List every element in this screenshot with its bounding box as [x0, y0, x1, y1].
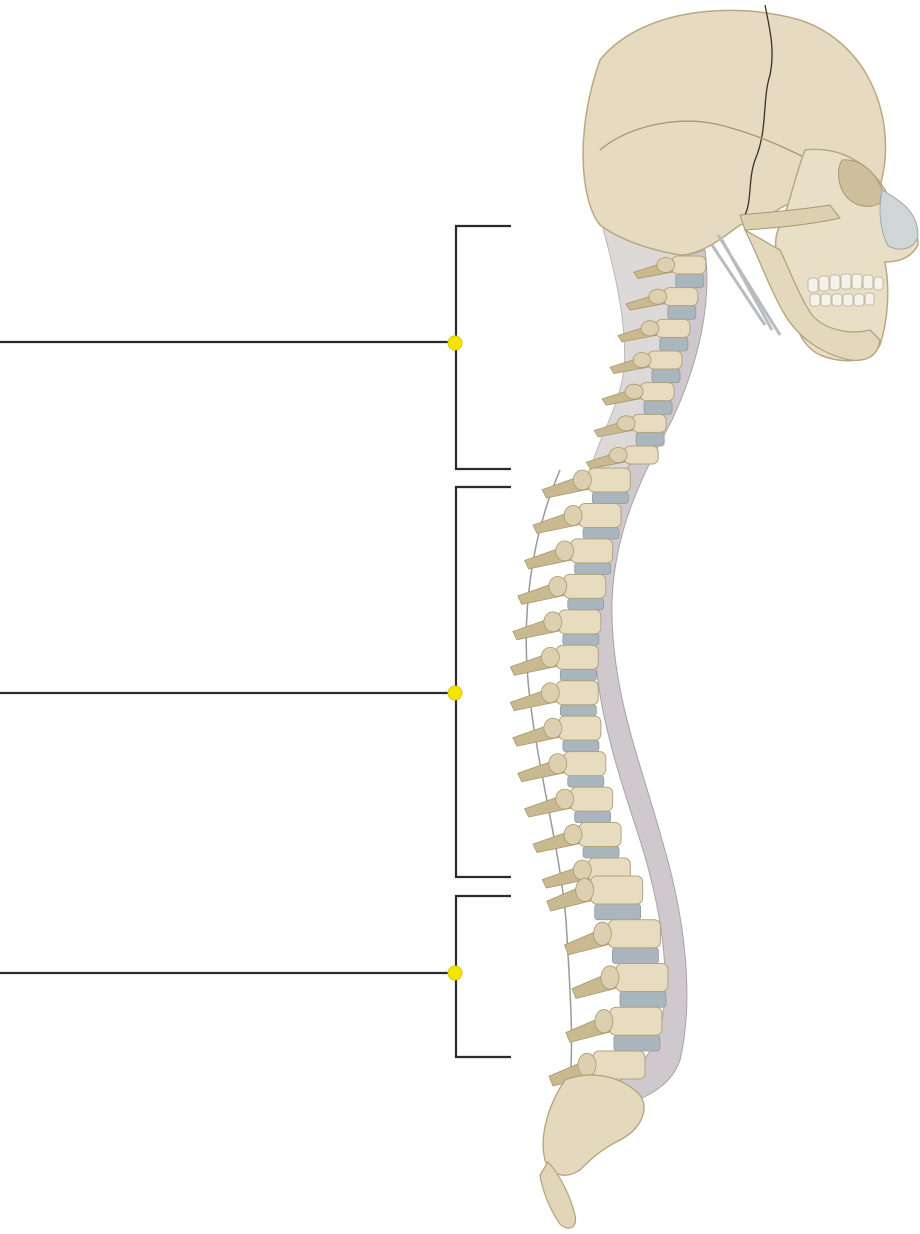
anatomy-illustration: [510, 5, 918, 1228]
vertebral-body: [579, 503, 621, 527]
intervertebral-disc: [620, 992, 666, 1008]
cervical-marker-dot: [448, 336, 462, 350]
vertebral-body: [564, 752, 606, 776]
facet-joint: [595, 1010, 613, 1033]
facet-joint: [576, 878, 594, 901]
vertebral-body: [632, 414, 666, 432]
facet-joint: [641, 321, 659, 336]
intervertebral-disc: [575, 563, 611, 574]
facet-joint: [573, 860, 591, 880]
vertebral-body: [672, 256, 706, 274]
intervertebral-disc: [592, 492, 628, 503]
vertebral-body: [616, 964, 668, 992]
intervertebral-disc: [563, 740, 599, 751]
annotation-layer: [0, 226, 511, 1057]
intervertebral-disc: [644, 401, 672, 415]
facet-joint: [556, 789, 574, 809]
vertebral-body: [608, 920, 660, 948]
facet-joint: [549, 754, 567, 774]
intervertebral-disc: [612, 948, 658, 964]
facet-joint: [633, 353, 651, 368]
facet-joint: [657, 258, 675, 273]
vertebral-body: [559, 716, 601, 740]
facet-joint: [617, 416, 635, 431]
intervertebral-disc: [583, 847, 619, 858]
vertebral-body: [556, 681, 598, 705]
facet-joint: [609, 448, 627, 463]
vertebral-body: [624, 446, 658, 464]
lumbar-bracket: [0, 896, 511, 1057]
facet-joint: [601, 966, 619, 989]
facet-joint: [564, 825, 582, 845]
facet-joint: [564, 505, 582, 525]
vertebral-body: [591, 876, 643, 904]
intervertebral-disc: [660, 337, 688, 351]
vertebral-body: [559, 610, 601, 634]
vertebral-body: [656, 319, 690, 337]
facet-joint: [649, 289, 667, 304]
facet-joint: [625, 384, 643, 399]
intervertebral-disc: [575, 811, 611, 822]
nasal-cartilage: [880, 190, 918, 249]
intervertebral-disc: [614, 1035, 660, 1051]
vertebral-body: [593, 1051, 645, 1079]
facet-joint: [593, 922, 611, 945]
vertebral-body: [571, 787, 613, 811]
vertebral-body: [610, 1007, 662, 1035]
vertebral-body: [564, 574, 606, 598]
intervertebral-disc: [583, 527, 619, 538]
vertebral-body: [664, 288, 698, 306]
thoracic-marker-dot: [448, 686, 462, 700]
thoracic-bracket: [0, 487, 511, 877]
intervertebral-disc: [563, 634, 599, 645]
intervertebral-disc: [560, 669, 596, 680]
cervical-bracket: [0, 226, 511, 469]
vertebral-body: [648, 351, 682, 369]
intervertebral-disc: [560, 705, 596, 716]
facet-joint: [556, 541, 574, 561]
vertebral-body: [588, 468, 630, 492]
intervertebral-disc: [676, 274, 704, 288]
intervertebral-disc: [568, 598, 604, 609]
facet-joint: [549, 576, 567, 596]
intervertebral-disc: [652, 369, 680, 383]
intervertebral-disc: [595, 904, 641, 920]
facet-joint: [541, 647, 559, 667]
lumbar-marker-dot: [448, 966, 462, 980]
sacrum: [543, 1075, 644, 1175]
facet-joint: [541, 683, 559, 703]
vertebral-body: [579, 823, 621, 847]
intervertebral-disc: [568, 776, 604, 787]
facet-joint: [544, 718, 562, 738]
intervertebral-disc: [668, 306, 696, 320]
vertebral-body: [571, 539, 613, 563]
facet-joint: [544, 612, 562, 632]
facet-joint: [573, 470, 591, 490]
vertebral-body: [556, 645, 598, 669]
facet-joint: [578, 1053, 596, 1076]
intervertebral-disc: [636, 432, 664, 446]
vertebral-body: [640, 383, 674, 401]
